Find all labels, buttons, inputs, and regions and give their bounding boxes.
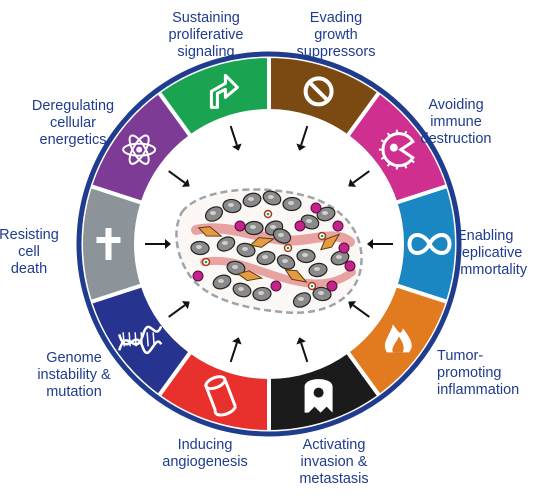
tumor-cell <box>212 274 232 290</box>
immune-cell <box>192 270 204 282</box>
arrow-avoiding <box>348 170 370 187</box>
immune-cell <box>270 280 282 292</box>
immune-cell <box>234 220 246 232</box>
tumor-cell <box>300 214 320 230</box>
prohibition-icon <box>303 76 334 107</box>
pointing-arrows <box>145 125 393 363</box>
lymphocyte <box>201 257 211 267</box>
arrow-genome <box>168 301 190 318</box>
vessel-icon <box>204 375 237 417</box>
tumor-cell <box>276 254 296 270</box>
immune-cell <box>332 220 344 232</box>
flame-icon <box>384 324 412 353</box>
tumor-cell <box>222 198 242 214</box>
arrow-evading <box>296 125 309 151</box>
tumor-cell <box>312 286 332 302</box>
cell-escape-icon <box>304 379 333 413</box>
tumor-cell <box>226 260 246 276</box>
tumor-cell <box>262 190 282 206</box>
fibroblast <box>249 237 276 248</box>
fibroblast <box>319 233 341 251</box>
arrow-enabling <box>367 239 393 249</box>
pacman-cell-icon <box>378 129 415 170</box>
tumor-cell <box>292 292 312 308</box>
tumor-cell <box>308 262 328 278</box>
tumor-cell <box>236 242 256 258</box>
tumor-cell <box>252 286 272 302</box>
tumor-cell <box>242 192 262 208</box>
infinity-icon <box>407 233 452 255</box>
cross-icon <box>96 228 121 260</box>
lymphocyte <box>317 231 327 241</box>
tumor-cell <box>330 250 350 266</box>
arrow-activating <box>296 337 309 363</box>
tumor-cell <box>204 206 224 222</box>
arrow-tumor <box>348 301 370 318</box>
lymphocyte <box>307 281 317 291</box>
fibroblast <box>237 270 264 282</box>
tumor-cell <box>232 282 252 298</box>
arrow-sustaining <box>229 125 242 151</box>
tumor-cell <box>244 220 264 236</box>
tumor-cell <box>282 196 302 212</box>
tumor-cell <box>296 248 316 264</box>
stroma-band <box>200 256 356 288</box>
tumor-cell <box>256 250 276 266</box>
arrow-deregulating <box>168 170 190 187</box>
arrow-inducing <box>229 337 242 363</box>
dna-icon <box>117 325 163 355</box>
tumor-cell <box>216 236 236 252</box>
tumor-cell <box>190 240 210 256</box>
tumor-cell <box>316 206 336 222</box>
segment-resisting <box>79 183 146 305</box>
fibroblast <box>197 226 223 237</box>
arrow-icon <box>209 73 239 109</box>
lymphocyte <box>283 243 293 253</box>
tumor-microenvironment <box>175 188 363 314</box>
immune-cell <box>326 280 338 292</box>
immune-cell <box>310 202 322 214</box>
immune-cell <box>338 242 350 254</box>
ring-outer-border <box>76 51 462 437</box>
atom-icon <box>122 134 157 165</box>
fibroblast <box>284 269 308 283</box>
tumor-cell <box>272 228 292 244</box>
arrow-resisting <box>145 239 171 249</box>
immune-cell <box>294 220 306 232</box>
immune-cell <box>344 260 356 272</box>
lymphocyte <box>263 209 273 219</box>
hallmark-icons <box>96 73 452 417</box>
